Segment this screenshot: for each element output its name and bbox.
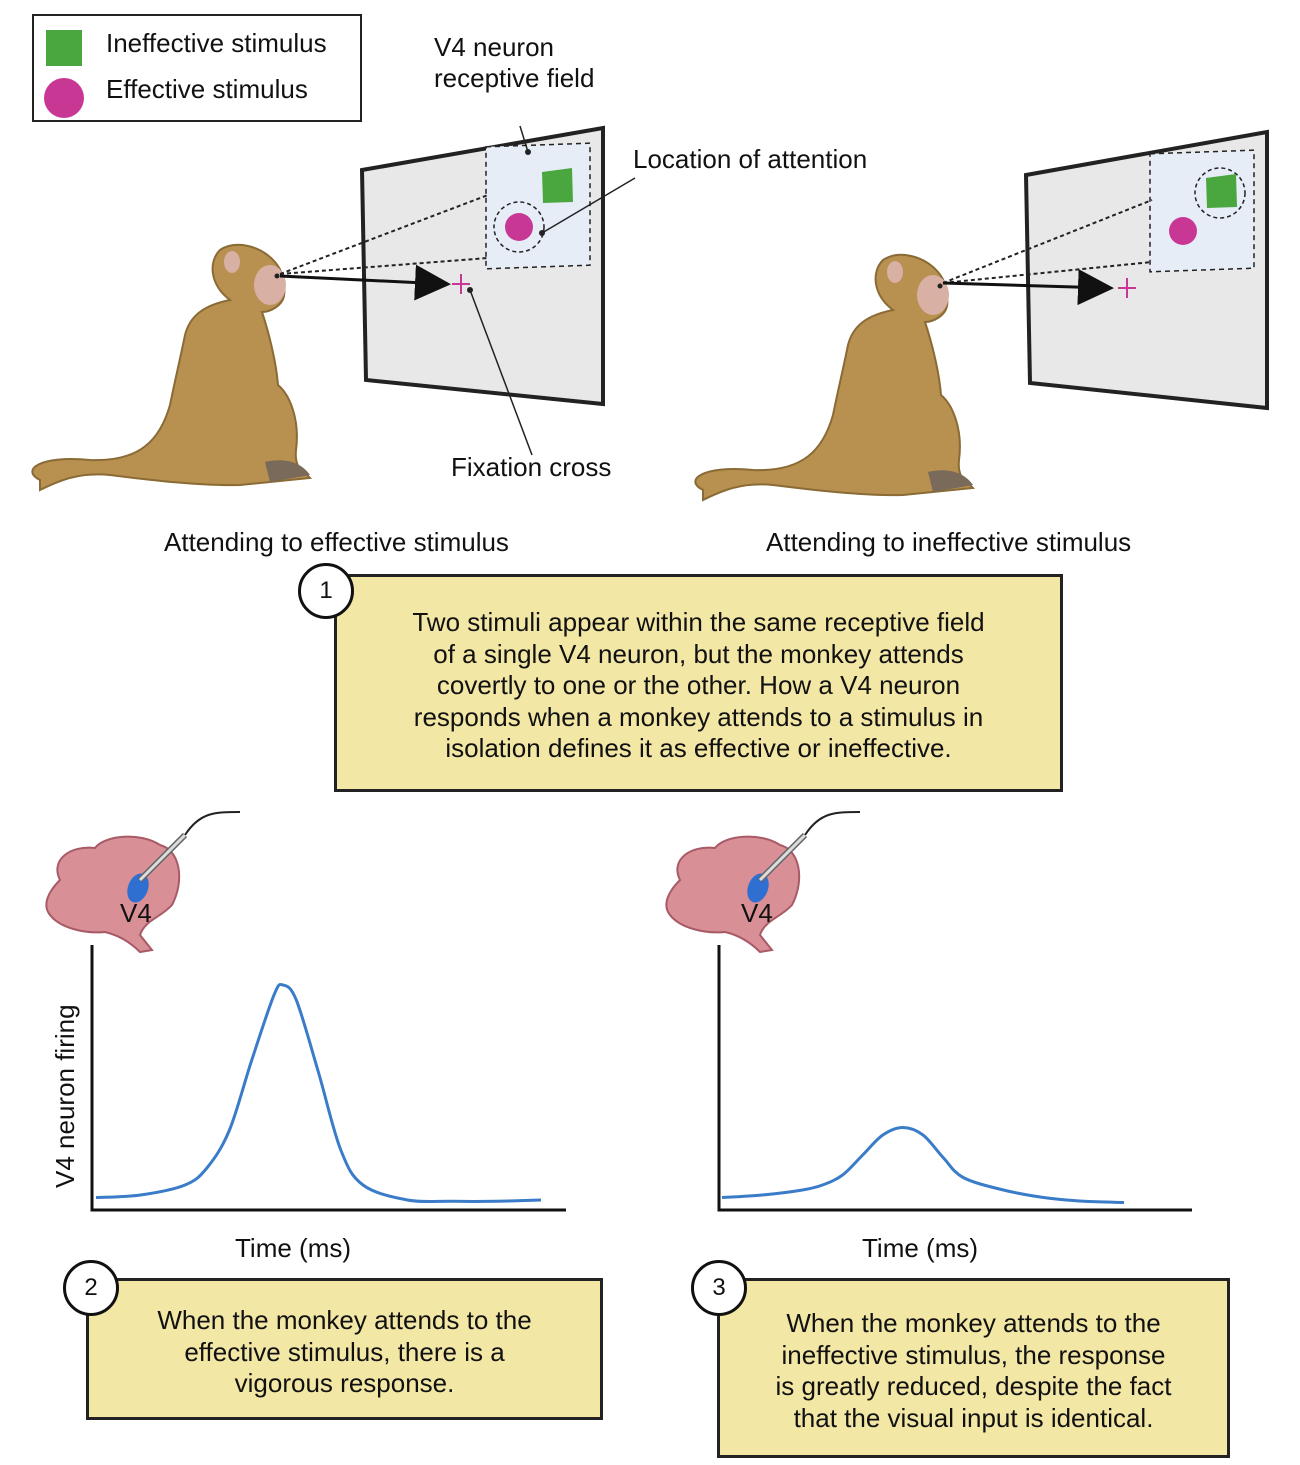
- attention-ring-right: [1194, 167, 1246, 219]
- effective-stimulus-right: [1169, 217, 1197, 245]
- effective-stimulus-swatch: [44, 78, 84, 118]
- chart-left-ylabel: V4 neuron firing: [50, 1004, 80, 1188]
- step-1-line: covertly to one or the other. How a V4 n…: [436, 670, 961, 700]
- legend-effective-label: Effective stimulus: [106, 74, 308, 104]
- step-2-badge: 2: [63, 1260, 119, 1316]
- brain-illustration-left: [45, 811, 241, 954]
- fixation-cross-left: [452, 274, 470, 294]
- step-2-text: When the monkey attends to the effective…: [89, 1305, 600, 1400]
- receptive-field-label-line2: receptive field: [434, 63, 595, 93]
- monkey-left: [31, 243, 311, 491]
- brain-area-label-right: V4: [741, 898, 773, 928]
- step-3-box: When the monkey attends to the ineffecti…: [717, 1278, 1230, 1458]
- receptive-field-left: [485, 142, 591, 270]
- step-3-line: is greatly reduced, despite the fact: [775, 1371, 1172, 1401]
- step-3-line: When the monkey attends to the: [786, 1308, 1161, 1338]
- step-2-line: vigorous response.: [234, 1368, 455, 1398]
- gaze-arrow-left: [279, 264, 451, 301]
- brain-area-label-left: V4: [120, 898, 152, 928]
- step-1-line: responds when a monkey attends to a stim…: [413, 701, 984, 732]
- right-caption: Attending to ineffective stimulus: [766, 527, 1132, 557]
- chart-right-axes: [717, 945, 1192, 1212]
- receptive-field-label-line1: V4 neuron: [434, 32, 554, 62]
- step-1-line: of a single V4 neuron, but the monkey at…: [433, 638, 964, 669]
- step-1-badge: 1: [298, 563, 354, 619]
- effective-stimulus-left: [505, 213, 533, 241]
- ineffective-stimulus-left: [542, 168, 573, 203]
- legend: Ineffective stimulus Effective stimulus: [32, 14, 362, 122]
- step-3-line: that the visual input is identical.: [793, 1402, 1154, 1433]
- legend-ineffective-label: Ineffective stimulus: [106, 28, 327, 58]
- step-3-text: When the monkey attends to the ineffecti…: [720, 1308, 1227, 1434]
- left-caption: Attending to effective stimulus: [164, 527, 509, 557]
- gaze-arrow-right: [942, 269, 1114, 306]
- step-1-line: Two stimuli appear within the same recep…: [412, 607, 985, 637]
- chart-left-axes: [90, 945, 566, 1212]
- firing-curve-left: [95, 982, 542, 1204]
- step-1-box: Two stimuli appear within the same recep…: [334, 574, 1063, 792]
- step-2-box: When the monkey attends to the effective…: [86, 1278, 603, 1420]
- step-2-line: effective stimulus, there is a: [184, 1336, 505, 1367]
- step-1-text: Two stimuli appear within the same recep…: [337, 607, 1060, 765]
- step-3-badge: 3: [691, 1260, 747, 1316]
- step-2-line: When the monkey attends to the: [157, 1305, 532, 1335]
- chart-left-xlabel: Time (ms): [235, 1233, 352, 1263]
- monkey-right: [694, 253, 974, 501]
- fixation-cross-right: [1118, 278, 1136, 298]
- fixation-cross-label: Fixation cross: [451, 452, 612, 482]
- firing-curve-right: [721, 1125, 1125, 1204]
- attention-ring-left: [493, 201, 545, 253]
- chart-right-xlabel: Time (ms): [862, 1233, 979, 1263]
- location-of-attention-label: Location of attention: [633, 144, 868, 174]
- ineffective-stimulus-right: [1206, 174, 1237, 208]
- step-3-line: ineffective stimulus, the response: [781, 1339, 1166, 1370]
- brain-illustration-right: [665, 811, 861, 954]
- attention-illustration: [31, 125, 1269, 501]
- ineffective-stimulus-swatch: [46, 30, 82, 66]
- step-1-line: isolation defines it as effective or ine…: [445, 733, 952, 763]
